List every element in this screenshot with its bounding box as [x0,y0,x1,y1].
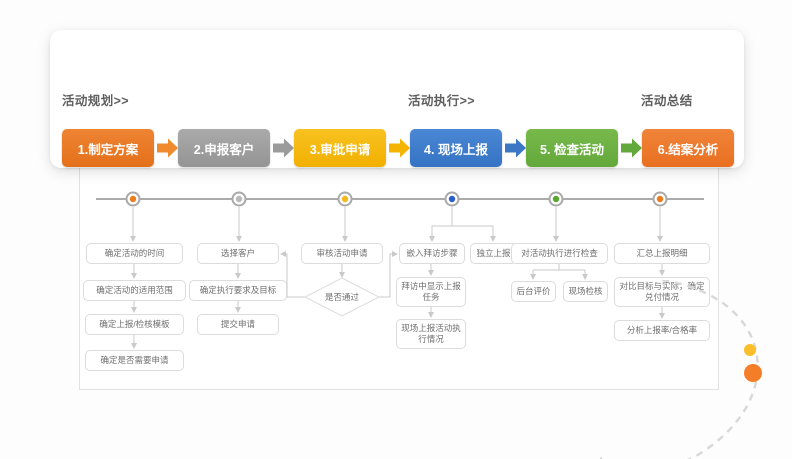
flow-node-n2a[interactable]: 选择客户 [197,243,279,264]
step-chip-6[interactable]: 6.结案分析 [642,129,734,167]
step-chip-4[interactable]: 4. 现场上报 [410,129,502,167]
step-arrow-icon-3 [389,138,410,158]
flow-node-n5a[interactable]: 对活动执行进行检查 [511,243,608,264]
flow-node-n4b[interactable]: 独立上报 [470,243,517,264]
flow-node-n5c[interactable]: 现场检核 [563,281,608,302]
step-arrow-icon-5 [621,138,642,158]
step-chip-5[interactable]: 5. 检查活动 [526,129,618,167]
phase-banner-card: 活动规划>> 活动执行>> 活动总结 1.制定方案 2.申报客户 3.审批申请 4. 现场… [50,30,744,168]
step-chip-3[interactable]: 3.审批申请 [294,129,386,167]
flow-node-n6b[interactable]: 对比目标与实际，确定兑付情况 [614,277,710,307]
flow-node-n1b[interactable]: 确定活动的适用范围 [83,280,186,301]
flow-node-n6c[interactable]: 分析上报率/合格率 [614,320,710,341]
step-arrow-icon-4 [505,138,526,158]
flow-node-n6a[interactable]: 汇总上报明细 [614,243,710,264]
flow-node-n3a[interactable]: 审核活动申请 [301,243,383,264]
flow-node-n5b[interactable]: 后台评价 [511,281,556,302]
flow-node-n4d[interactable]: 现场上报活动执行情况 [396,319,466,349]
accent-dot-small [744,344,756,356]
flow-node-n2c[interactable]: 提交申请 [197,314,279,335]
step-chip-2[interactable]: 2.申报客户 [178,129,270,167]
flow-node-n1a[interactable]: 确定活动的时间 [86,243,183,264]
flow-node-n2b[interactable]: 确定执行要求及目标 [189,280,287,301]
phase-label-3: 活动总结 [641,94,693,108]
flow-node-n1c[interactable]: 确定上报/检核模板 [85,314,184,335]
decision-label: 是否通过 [324,292,359,302]
flow-node-n1d[interactable]: 确定是否需要申请 [85,350,184,371]
decision-node: 是否通过 [303,277,381,317]
flow-node-n4c[interactable]: 拜访中显示上报任务 [396,277,466,307]
step-arrow-icon-1 [157,138,178,158]
phase-label-2: 活动执行>> [408,94,475,108]
accent-dot-large [744,364,762,382]
step-arrow-icon-2 [273,138,294,158]
step-chip-1[interactable]: 1.制定方案 [62,129,154,167]
phase-label-1: 活动规划>> [62,94,129,108]
flow-node-n4a[interactable]: 嵌入拜访步骤 [399,243,465,264]
